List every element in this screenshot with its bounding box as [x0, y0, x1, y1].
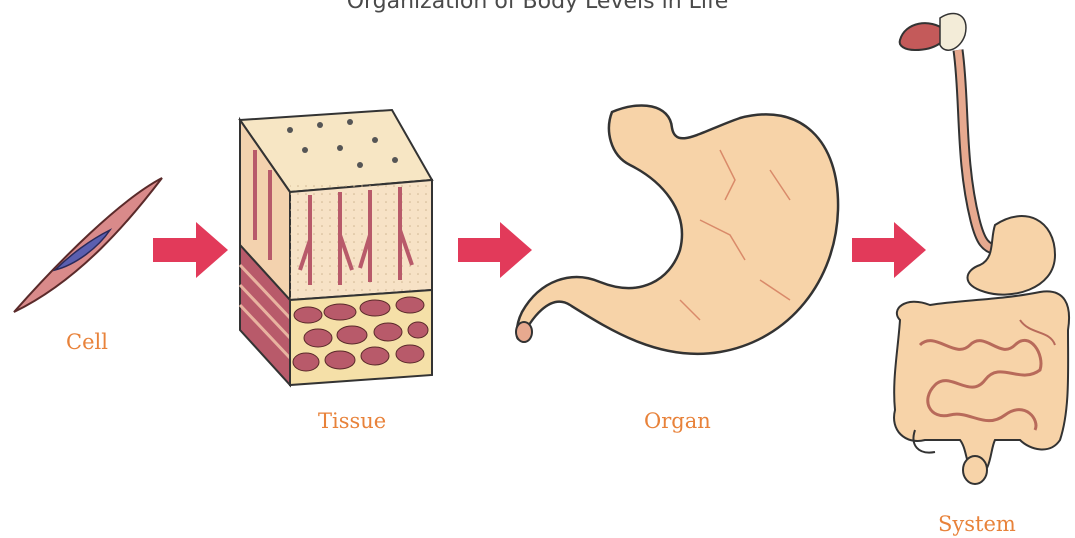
muscle-tissue-block-icon	[240, 110, 432, 385]
right-arrow-icon	[852, 222, 926, 278]
right-arrow-icon	[458, 222, 532, 278]
stage-label-organ: Organ	[644, 409, 711, 433]
smooth-muscle-cell-icon	[14, 178, 162, 312]
right-arrow-icon	[153, 222, 228, 278]
stage-label-tissue: Tissue	[318, 409, 386, 433]
stomach-icon	[516, 105, 838, 353]
stage-label-system: System	[938, 512, 1016, 536]
stage-label-cell: Cell	[66, 330, 108, 354]
